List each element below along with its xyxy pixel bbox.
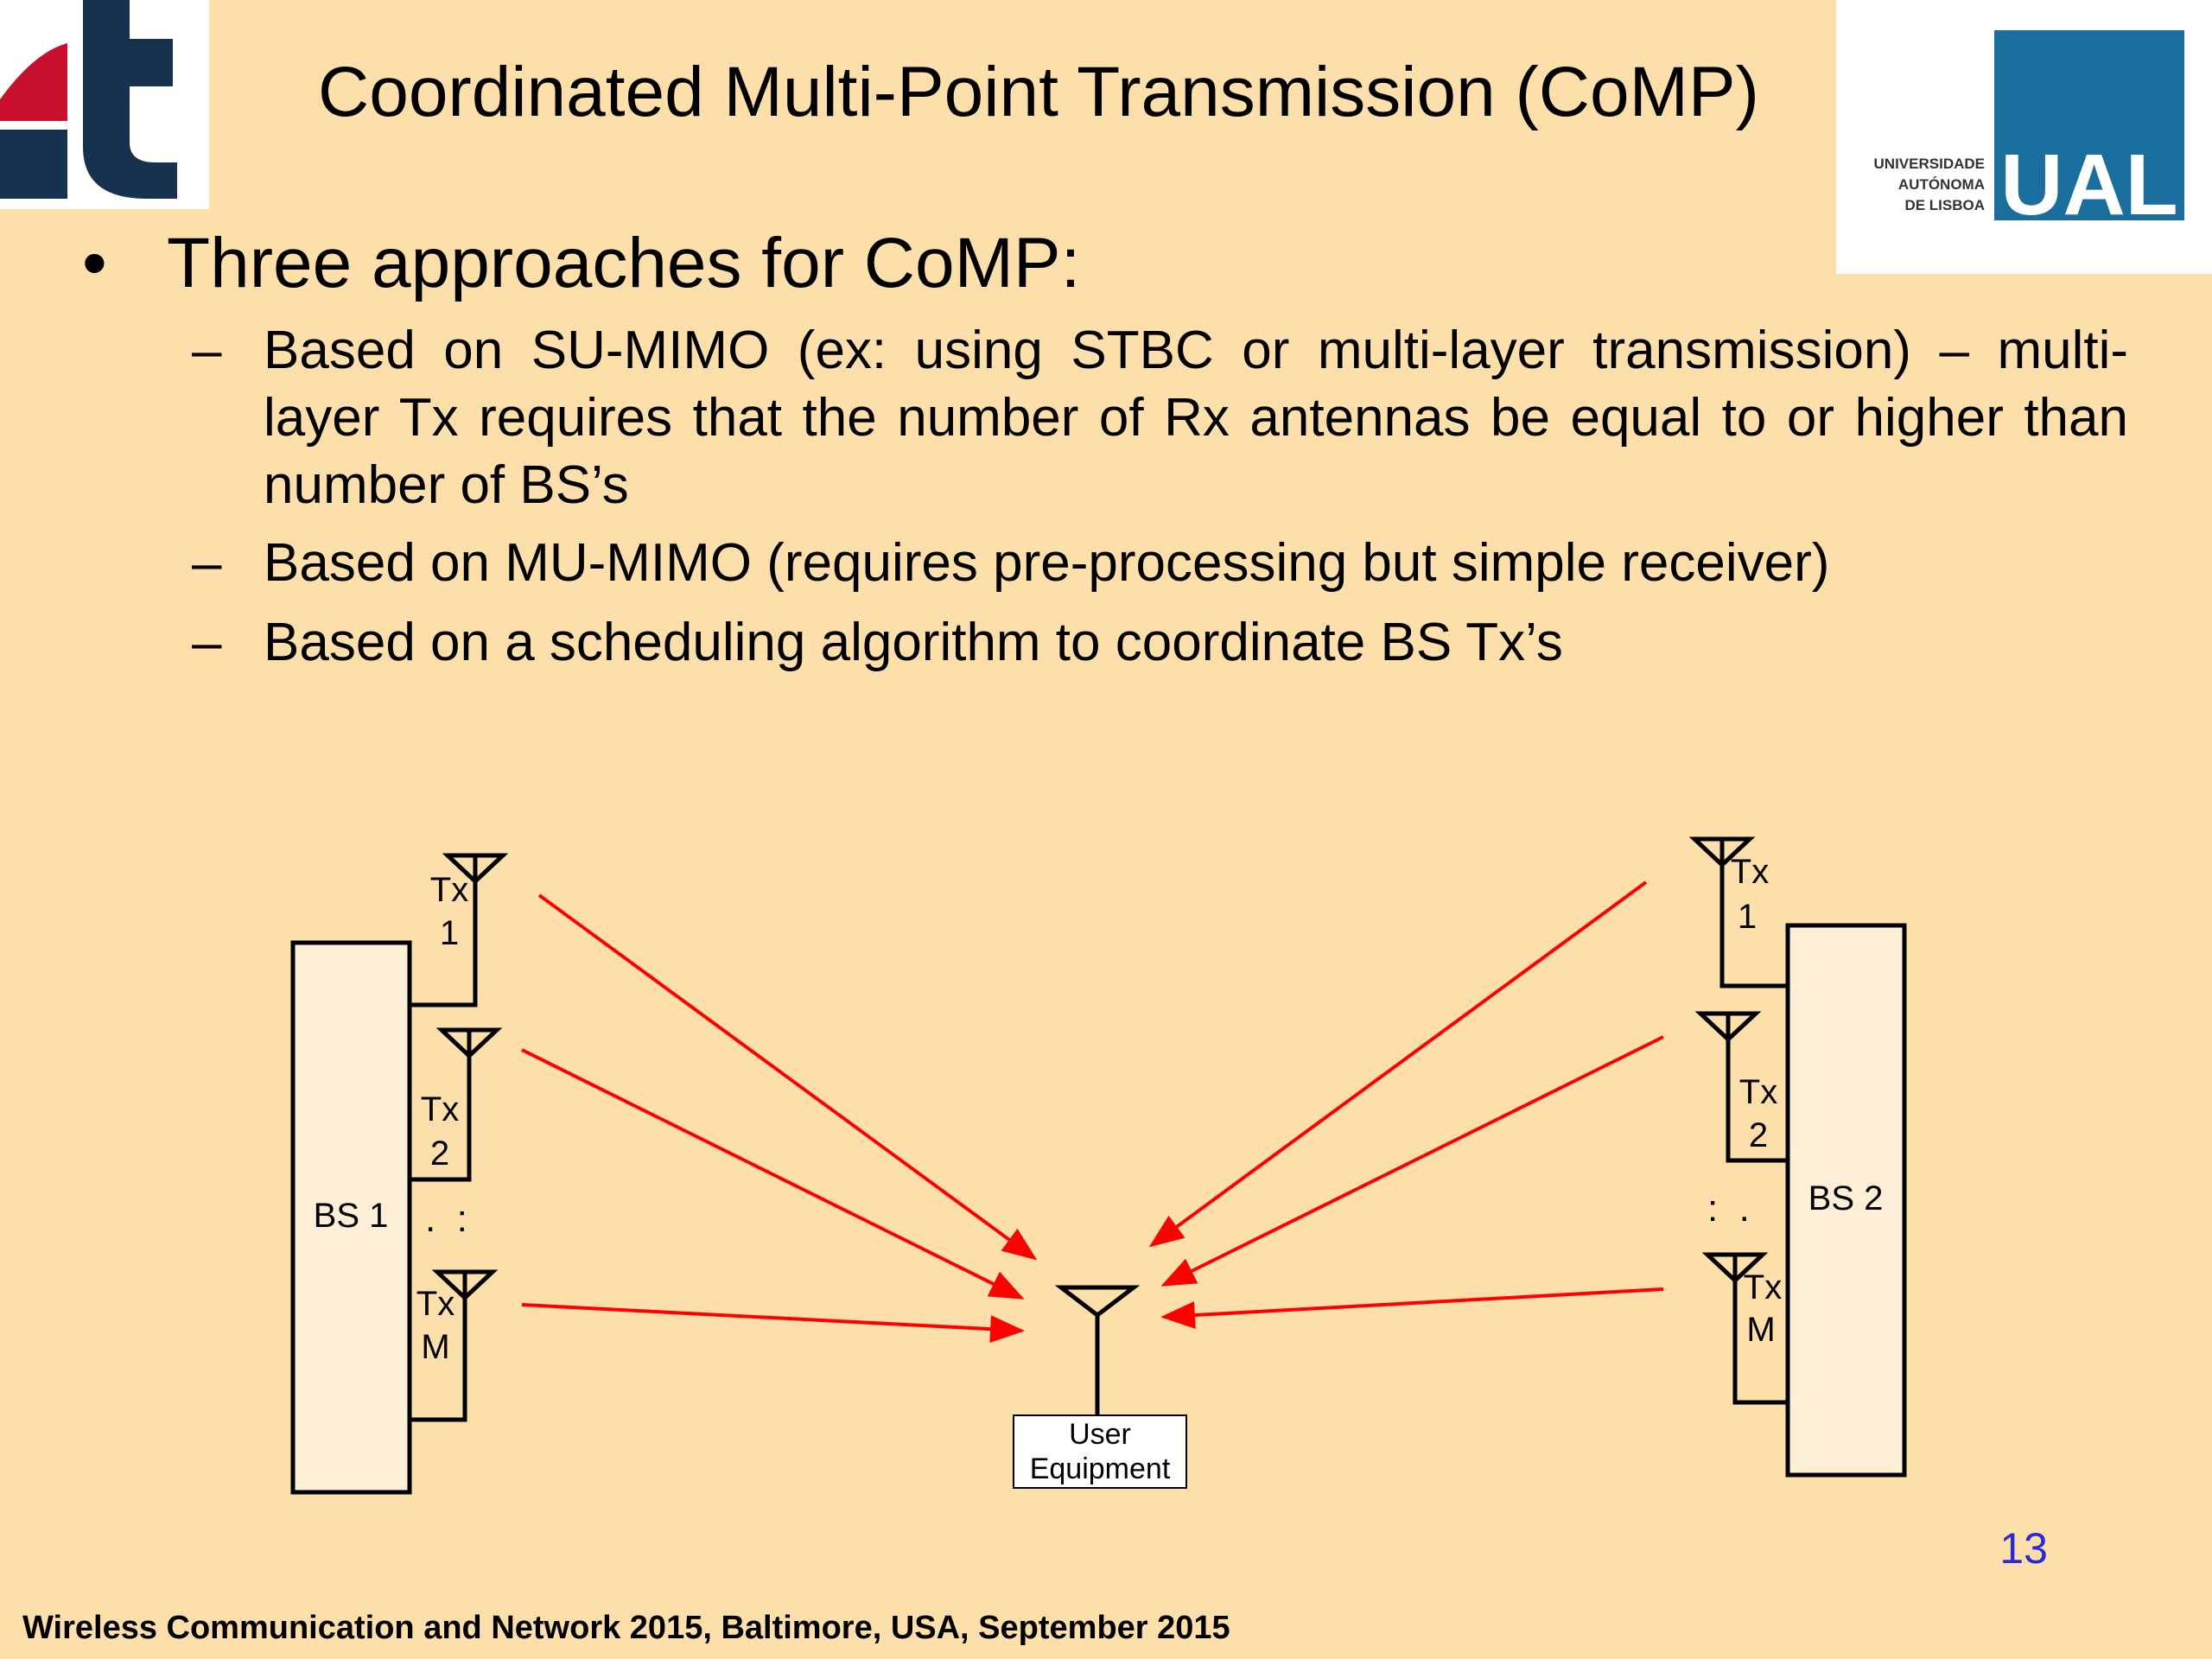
ue-label-line2: Equipment — [1030, 1452, 1171, 1485]
arrow-bs1-txm — [521, 1303, 1025, 1344]
ual-logo-mark: UAL — [2000, 137, 2178, 233]
ual-logo-line3: DE LISBOA — [1904, 197, 1985, 213]
bs1-box — [290, 940, 412, 1495]
bs2-antenna-2: Tx 2 — [1694, 1011, 1788, 1163]
sub-bullet-dash: – — [192, 533, 222, 593]
sub-bullet-2-text: Based on MU-MIMO (requires pre-processin… — [264, 533, 1830, 593]
main-bullet-text: Three approaches for CoMP: — [167, 224, 1081, 302]
it-logo — [0, 0, 209, 209]
bs2-box — [1785, 923, 1907, 1478]
ue-label-line1: User — [1069, 1418, 1131, 1451]
bs2-antenna-1: Tx 1 — [1688, 836, 1788, 988]
bs2-station: BS 2 — [1785, 923, 1907, 1478]
bs1-txm-letter: M — [421, 1328, 449, 1366]
arrow-bs1-tx1 — [537, 893, 1038, 1261]
bs2-ellipsis: : . — [1707, 1187, 1750, 1230]
bs1-tx1-number: 1 — [440, 914, 459, 952]
bs1-ellipsis: . : — [425, 1198, 467, 1240]
slide-title: Coordinated Multi-Point Transmission (Co… — [318, 53, 1759, 131]
sub-bullet-dash: – — [192, 613, 222, 672]
ual-logo: UNIVERSIDADE AUTÓNOMA DE LISBOA UAL — [1836, 0, 2212, 274]
sub-bullet-3-text: Based on a scheduling algorithm to coord… — [264, 613, 1563, 672]
ual-logo-line2: AUTÓNOMA — [1898, 176, 1985, 193]
arrow-bs2-txm — [1160, 1287, 1664, 1329]
bullet-dot: • — [82, 224, 107, 302]
bs1-antenna-m: Tx M — [410, 1269, 499, 1422]
ual-logo-block — [1994, 30, 2184, 220]
bs2-tx1-number: 1 — [1738, 898, 1757, 936]
bs2-tx2-number: 2 — [1749, 1116, 1768, 1154]
bs1-antenna-2: Tx 2 — [410, 1027, 503, 1182]
bs1-tx2-number: 2 — [430, 1135, 449, 1173]
sub-bullet-1-text: Based on SU-MIMO (ex: using STBC or mult… — [264, 317, 2128, 519]
footer-text: Wireless Communication and Network 2015,… — [22, 1610, 1230, 1646]
ual-logo-line1: UNIVERSIDADE — [1874, 156, 1985, 172]
it-logo-navy-shape — [0, 0, 177, 199]
bs1-tx2-word: Tx — [421, 1090, 459, 1128]
bs2-txm-letter: M — [1746, 1311, 1775, 1349]
bs1-antenna-1: Tx 1 — [410, 853, 509, 1007]
arrow-bs2-tx1 — [1148, 880, 1648, 1248]
bs1-label: BS 1 — [314, 1197, 389, 1235]
user-equipment: User Equipment — [1013, 1285, 1187, 1489]
page-number: 13 — [1999, 1524, 2048, 1573]
bs2-txm-word: Tx — [1744, 1268, 1782, 1306]
bs1-txm-word: Tx — [416, 1285, 454, 1323]
bs1-station: BS 1 — [290, 940, 412, 1495]
arrow-bs1-tx2 — [521, 1048, 1025, 1300]
comp-diagram: BS 1 Tx 1 Tx 2 . : Tx M BS 2 Tx 1 Tx — [290, 836, 1907, 1495]
sub-bullet-1-line1: Based on SU-MIMO (ex: using STBC or mult… — [264, 321, 2128, 380]
signal-arrows — [521, 880, 1664, 1344]
bs1-tx1-word: Tx — [430, 871, 468, 909]
sub-bullet-1-line3: number of BS’s — [264, 455, 629, 515]
bs2-tx1-word: Tx — [1731, 853, 1769, 891]
arrow-bs2-tx2 — [1160, 1035, 1664, 1287]
sub-bullet-1-line2: layer Tx requires that the number of Rx … — [264, 388, 2128, 448]
ue-box — [1013, 1414, 1187, 1489]
sub-bullet-dash: – — [192, 321, 222, 380]
bs2-antenna-m: Tx M — [1701, 1252, 1788, 1405]
bs2-tx2-word: Tx — [1739, 1073, 1777, 1111]
it-logo-red-shape — [0, 43, 67, 121]
bs2-label: BS 2 — [1808, 1179, 1884, 1217]
